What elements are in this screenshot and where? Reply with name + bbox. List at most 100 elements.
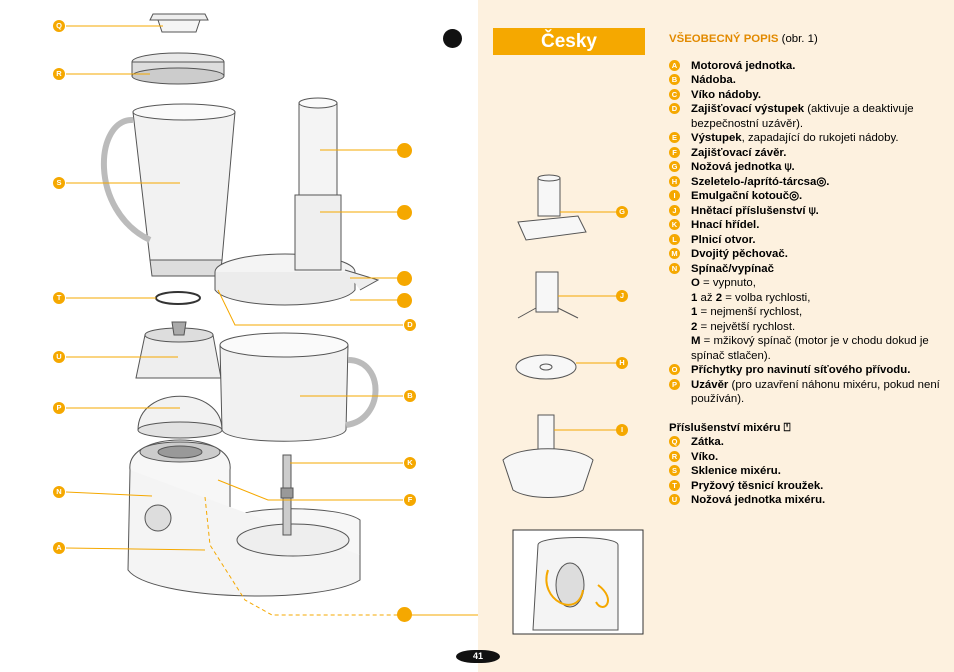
callout-f: F xyxy=(404,494,416,506)
item-name: Plnicí otvor. xyxy=(691,233,756,246)
item-detail: (pro uzavření náhonu mixéru, pokud není … xyxy=(691,378,940,406)
list-item: O Příchytky pro navinutí síťového přívodu… xyxy=(669,363,954,378)
switch-setting: O = vypnuto, xyxy=(669,276,954,291)
setting-key: O xyxy=(691,277,700,289)
attachments-diagram xyxy=(502,174,644,635)
page-number: 41 xyxy=(456,650,500,663)
item-name: Příchytky pro navinutí síťového přívodu. xyxy=(691,364,911,376)
callout-a: A xyxy=(53,542,65,554)
letter-badge: E xyxy=(669,132,680,143)
setting-key: 1 xyxy=(691,306,698,318)
setting-detail: = volba rychlosti, xyxy=(722,291,811,304)
setting-detail: = nejmenší rychlost, xyxy=(697,306,803,318)
letter-badge: Q xyxy=(669,436,680,447)
accessories-heading: Příslušenství mixéru ⍞ xyxy=(669,421,791,434)
switch-setting: M = mžikový spínač (motor je v chodu dok… xyxy=(669,334,954,363)
callout-d: D xyxy=(404,319,416,331)
letter-badge: I xyxy=(669,190,680,201)
letter-badge: R xyxy=(669,450,680,462)
list-item: U Nožová jednotka mixéru. xyxy=(669,493,954,508)
item-detail: , zapadající do rukojeti nádoby. xyxy=(741,132,899,144)
switch-setting: 2 = největší rychlost. xyxy=(669,320,954,335)
setting-detail: = vypnuto, xyxy=(699,277,756,289)
callout-blank-5 xyxy=(397,607,412,622)
list-item: I Emulgační kotouč◎. xyxy=(669,189,954,204)
list-item: N Spínač/vypínač xyxy=(669,262,954,277)
item-name: Zajišťovací závěr. xyxy=(691,146,787,159)
list-item: G Nožová jednotka ⍦. xyxy=(669,160,954,175)
letter-badge: J xyxy=(669,204,680,216)
list-item: R Víko. xyxy=(669,450,954,465)
item-name: Emulgační kotouč◎. xyxy=(691,190,803,202)
callout-blank-1 xyxy=(397,143,412,158)
item-name: Výstupek xyxy=(691,132,742,144)
item-name: Zajišťovací výstupek xyxy=(691,103,805,115)
callout-t: T xyxy=(53,292,65,304)
list-item: H Szeletelo-/aprító-tárcsa◎. xyxy=(669,175,954,190)
list-item: E Výstupek, zapadající do rukojeti nádoby… xyxy=(669,131,954,146)
item-name: Nožová jednotka ⍦. xyxy=(691,161,795,173)
list-item: S Sklenice mixéru. xyxy=(669,464,954,479)
setting-key: 2 xyxy=(691,320,698,333)
list-item: D Zajišťovací výstupek (aktivuje a deakti… xyxy=(669,102,954,131)
item-name: Zátka. xyxy=(691,436,724,448)
callout-blank-2 xyxy=(397,205,412,220)
setting-key: M xyxy=(691,335,701,347)
letter-badge: D xyxy=(669,103,680,114)
list-item: A Motorová jednotka. xyxy=(669,59,954,74)
letter-badge: H xyxy=(669,175,680,187)
list-item: J Hnětací příslušenství ⍦. xyxy=(669,204,954,219)
callout-j: J xyxy=(616,290,628,302)
setting-key-2: 2 xyxy=(715,291,723,304)
callout-q: Q xyxy=(53,20,65,32)
item-name: Spínač/vypínač xyxy=(691,262,774,275)
callout-k: K xyxy=(404,457,416,469)
letter-badge: U xyxy=(669,494,680,505)
item-name: Hnací hřídel. xyxy=(691,219,760,231)
letter-badge: P xyxy=(669,378,680,390)
letter-badge: K xyxy=(669,219,680,230)
callout-s: S xyxy=(53,177,65,189)
letter-badge: O xyxy=(669,364,680,375)
switch-setting: 1 = nejmenší rychlost, xyxy=(669,305,954,320)
letter-badge: B xyxy=(669,74,680,85)
callout-b: B xyxy=(404,390,416,402)
callout-blank-3 xyxy=(397,271,412,286)
item-name: Dvojitý pěchovač. xyxy=(691,248,788,260)
list-item: Q Zátka. xyxy=(669,435,954,450)
callout-blank-4 xyxy=(397,293,412,308)
exploded-view-diagram xyxy=(65,13,478,616)
item-name: Szeletelo-/aprító-tárcsa◎. xyxy=(691,175,830,188)
letter-badge: S xyxy=(669,465,680,476)
item-name: Nádoba. xyxy=(691,74,736,86)
list-item: K Hnací hřídel. xyxy=(669,218,954,233)
setting-detail: = mžikový spínač (motor je v chodu dokud… xyxy=(691,335,929,362)
letter-badge: T xyxy=(669,479,680,491)
callout-r: R xyxy=(53,68,65,80)
language-label: Česky xyxy=(493,28,645,55)
callout-h: H xyxy=(616,357,628,369)
callout-n: N xyxy=(53,486,65,498)
item-name: Hnětací příslušenství ⍦. xyxy=(691,204,819,217)
item-name: Nožová jednotka mixéru. xyxy=(691,494,826,506)
letter-badge: L xyxy=(669,233,680,245)
list-item: B Nádoba. xyxy=(669,73,954,88)
item-name: Víko. xyxy=(691,450,719,463)
item-name: Sklenice mixéru. xyxy=(691,465,781,477)
callout-g: G xyxy=(616,206,628,218)
black-dot-marker xyxy=(443,29,462,48)
illustration-panel: Q R S T U P N A D B K F xyxy=(0,0,478,672)
setting-joiner: až xyxy=(697,291,716,304)
letter-badge: G xyxy=(669,161,680,172)
letter-badge: A xyxy=(669,59,680,71)
item-name: Víko nádoby. xyxy=(691,88,762,101)
letter-badge: N xyxy=(669,262,680,274)
letter-badge: F xyxy=(669,146,680,158)
item-name: Motorová jednotka. xyxy=(691,59,796,72)
item-detail: (aktivuje a deaktivuje bezpečnostní uzáv… xyxy=(691,103,914,130)
item-name: Uzávěr xyxy=(691,378,729,391)
